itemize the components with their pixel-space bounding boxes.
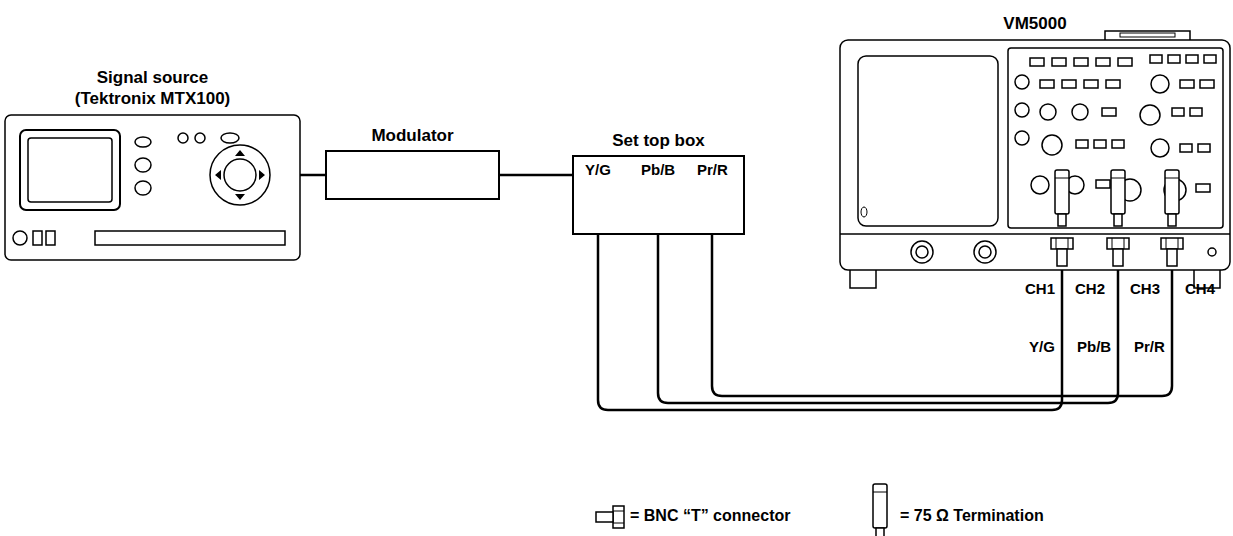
jack-label: Pb/B	[641, 161, 675, 178]
probe-connectors	[1051, 170, 1183, 266]
signal-cable	[500, 174, 572, 177]
channel-label: CH2	[1075, 280, 1105, 297]
modulator-box: Modulator	[325, 150, 500, 200]
cable-label: Pr/R	[1132, 338, 1167, 355]
oscilloscope-body	[840, 31, 1230, 288]
node-heading: Modulator	[371, 126, 453, 146]
cable-label: Y/G	[1027, 338, 1057, 355]
signal-cable	[598, 235, 1062, 410]
node-heading: Signal source (Tektronix MTX100)	[68, 68, 238, 109]
oscilloscope: VM5000	[840, 40, 1230, 270]
signal-cable	[300, 174, 325, 177]
channel-label: CH4	[1185, 280, 1215, 297]
channel-label: CH1	[1025, 280, 1055, 297]
legend-text: = 75 Ω Termination	[900, 507, 1044, 525]
legend-symbols	[596, 484, 887, 536]
node-heading: Set top box	[612, 131, 705, 151]
channel-label: CH3	[1130, 280, 1160, 297]
jack-label: Pr/R	[697, 161, 728, 178]
legend-text: = BNC “T” connector	[630, 507, 790, 525]
jack-label: Y/G	[585, 161, 611, 178]
signal-cable	[712, 235, 1172, 396]
signal-cable	[658, 235, 1118, 403]
cable-label: Pb/B	[1075, 338, 1113, 355]
signal-source: Signal source (Tektronix MTX100)	[5, 115, 300, 260]
signal-source-device	[5, 115, 300, 260]
node-heading: VM5000	[1003, 14, 1066, 34]
